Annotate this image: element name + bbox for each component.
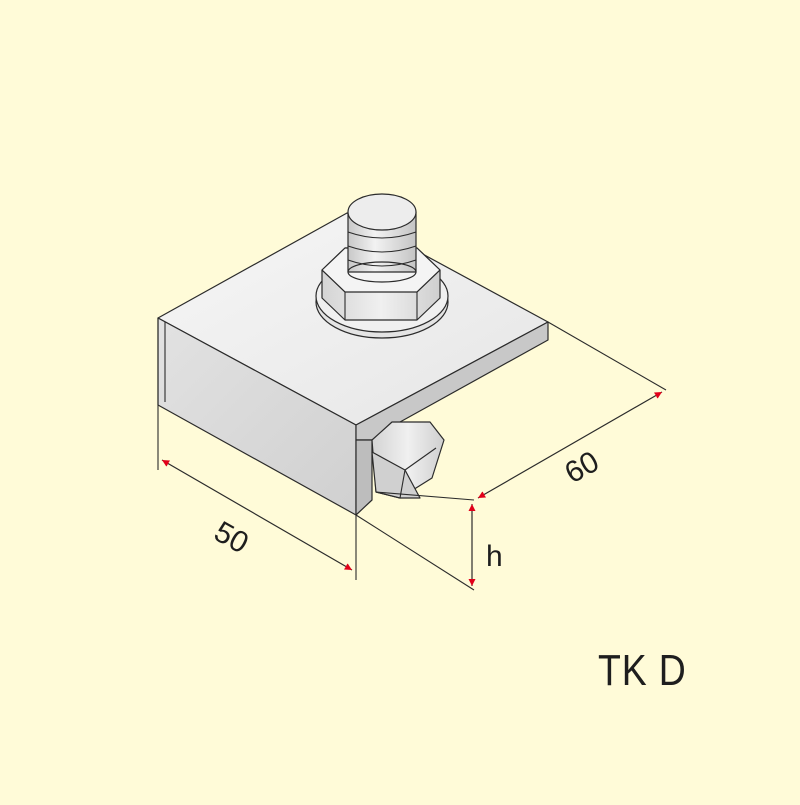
height-dimension-label: h <box>486 540 503 573</box>
clamp-jaw-notch <box>355 439 373 516</box>
depth-dimension-label: 60 <box>559 445 604 490</box>
depth-dimension-line <box>477 391 663 499</box>
bolt-thread <box>347 193 417 283</box>
dimension-lines <box>157 321 667 591</box>
model-code: TK D <box>598 646 687 695</box>
lower-nut <box>371 421 445 499</box>
width-dimension-label: 50 <box>209 515 254 560</box>
width-dimension-line <box>161 459 353 571</box>
